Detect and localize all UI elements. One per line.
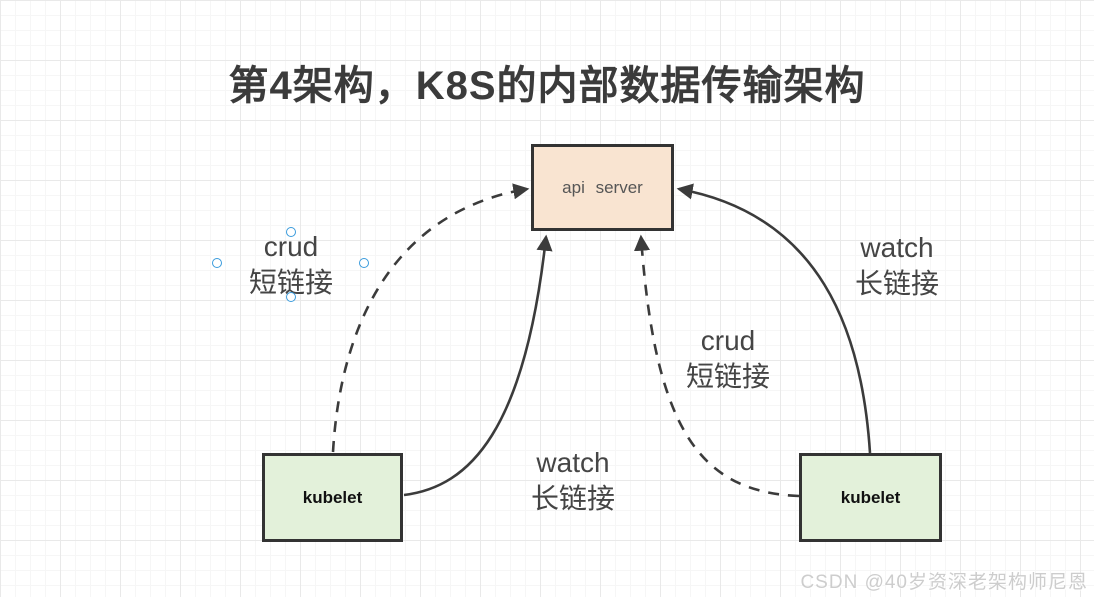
node-kubelet-left[interactable]: kubelet <box>262 453 403 542</box>
node-kubelet-left-label: kubelet <box>302 487 363 507</box>
node-api-server[interactable]: api server <box>531 144 674 231</box>
node-api-server-label: api server <box>562 177 643 197</box>
edge-right-crud-arrow[interactable] <box>633 234 800 498</box>
selection-handle-right[interactable] <box>359 258 369 268</box>
edge-right-watch-arrow[interactable] <box>676 183 872 454</box>
edge-label-left-watch[interactable]: watch 长链接 <box>530 447 615 514</box>
selection-handle-top[interactable] <box>286 227 296 237</box>
diagram-title[interactable]: 第4架构，K8S的内部数据传输架构 <box>228 64 866 108</box>
selection-handle-bottom[interactable] <box>286 292 296 302</box>
node-kubelet-right-label: kubelet <box>840 487 901 507</box>
edge-label-left-crud[interactable]: crud 短链接 <box>248 231 333 298</box>
edge-label-right-watch[interactable]: watch 长链接 <box>854 232 939 299</box>
edge-left-crud-arrow[interactable] <box>331 183 530 453</box>
edge-label-right-crud[interactable]: crud 短链接 <box>685 325 770 392</box>
csdn-watermark: CSDN @40岁资深老架构师尼恩 <box>800 572 1088 593</box>
node-kubelet-right[interactable]: kubelet <box>799 453 942 542</box>
edge-left-watch-arrow[interactable] <box>403 234 553 497</box>
selection-handle-left[interactable] <box>212 258 222 268</box>
